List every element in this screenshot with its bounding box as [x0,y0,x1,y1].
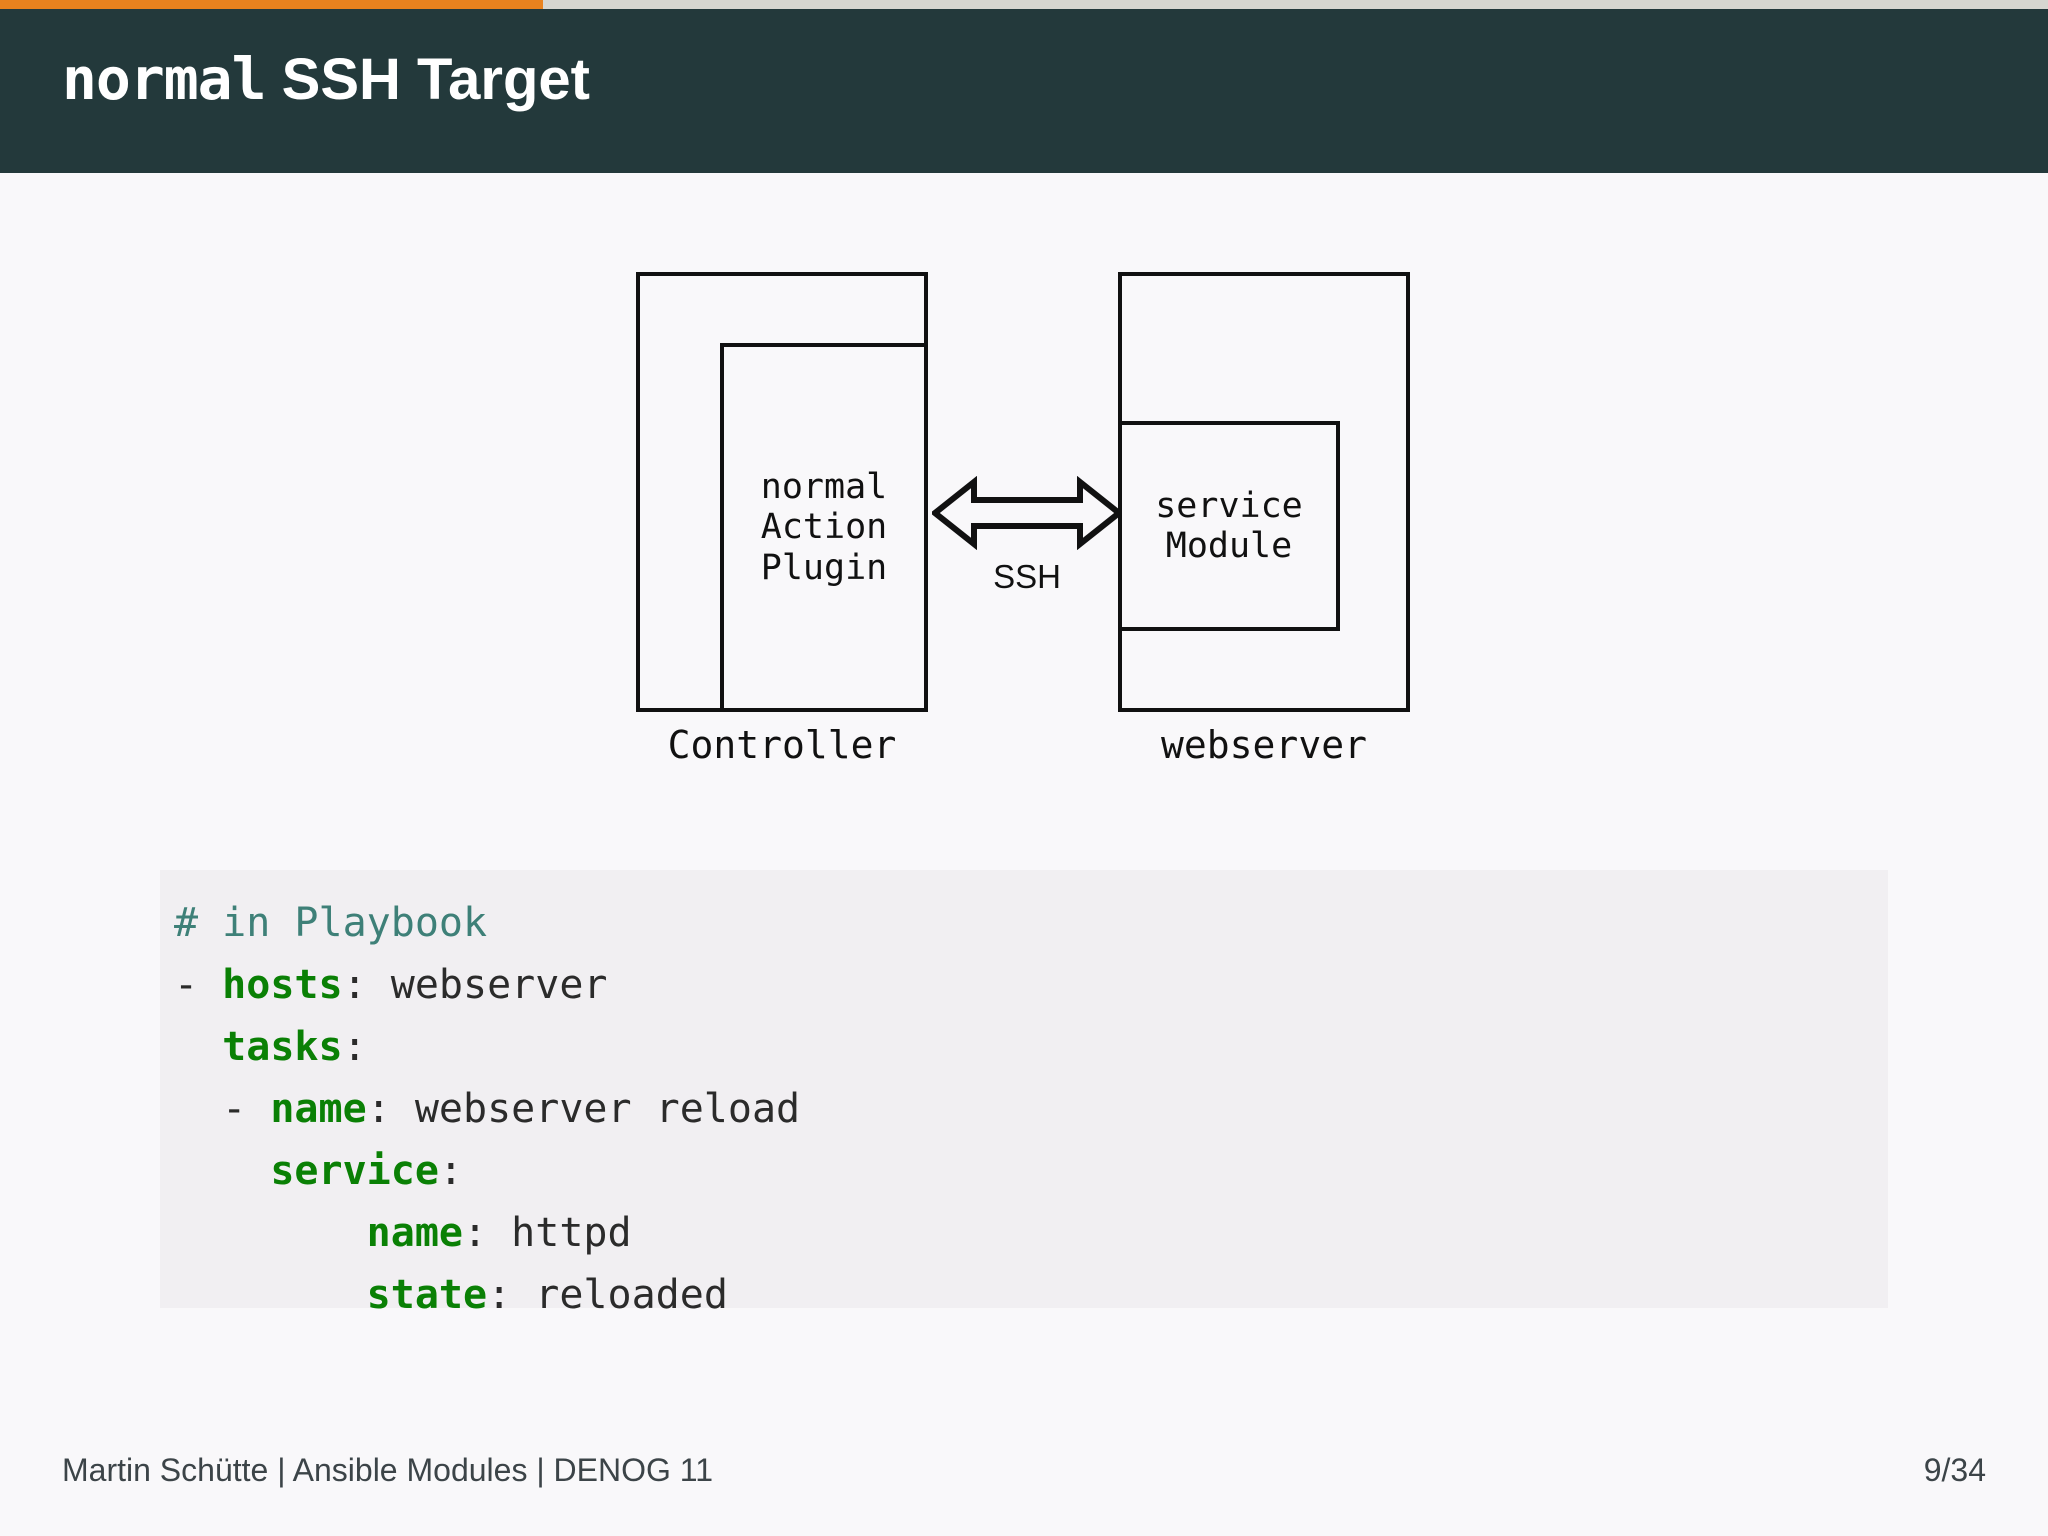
code-token-plain: : [438,1148,463,1194]
code-token-key: tasks [222,1024,343,1070]
webserver-host-label: webserver [1161,723,1367,767]
code-token-plain: : webserver reload [366,1086,801,1132]
code-line: tasks: [174,1016,1888,1078]
code-token-comment: # in Playbook [174,900,488,946]
architecture-diagram: normal Action Plugin Controller SSH serv… [0,173,2048,813]
code-token-plain [174,1210,367,1256]
code-token-key: name [270,1086,367,1132]
code-line: - hosts: webserver [174,954,1888,1016]
slide-number: 9/34 [1923,1452,1986,1488]
code-line: # in Playbook [174,892,1888,954]
webserver-service-module-label: service Module [1155,485,1303,566]
ssh-double-arrow-icon [930,475,1124,551]
code-token-plain [174,1148,270,1194]
code-token-plain: : reloaded [487,1272,728,1318]
footer-credits: Martin Schütte | Ansible Modules | DENOG… [62,1452,713,1488]
code-token-plain: - [174,1086,271,1132]
controller-host-label: Controller [667,723,897,767]
controller-action-plugin-box: normal Action Plugin [720,343,928,712]
slide-header: normal SSH Target [0,9,2048,173]
code-token-key: hosts [222,962,343,1008]
code-line: state: reloaded [174,1264,1888,1326]
webserver-service-module-box: service Module [1118,421,1340,631]
code-token-plain: - [174,962,223,1008]
slide-progress-track [0,0,2048,9]
code-token-key: name [366,1210,463,1256]
code-line: name: httpd [174,1202,1888,1264]
page-title: normal SSH Target [62,45,590,113]
slide-progress-fill [0,0,543,9]
code-token-plain [174,1024,222,1070]
code-token-key: service [270,1148,439,1194]
ssh-connection-label: SSH [993,558,1061,595]
code-line: service: [174,1140,1888,1202]
code-token-key: state [366,1272,488,1318]
page-title-mono: normal [62,45,267,113]
code-token-plain: : httpd [462,1210,632,1256]
code-token-plain: : [342,1024,367,1070]
controller-action-plugin-label: normal Action Plugin [760,467,888,588]
code-line: - name: webserver reload [174,1078,1888,1140]
code-token-plain: : webserver [342,962,608,1008]
page-title-sans: SSH Target [265,47,590,112]
playbook-code-block: # in Playbook - hosts: webserver tasks: -… [160,870,1888,1318]
code-token-plain [174,1272,367,1318]
